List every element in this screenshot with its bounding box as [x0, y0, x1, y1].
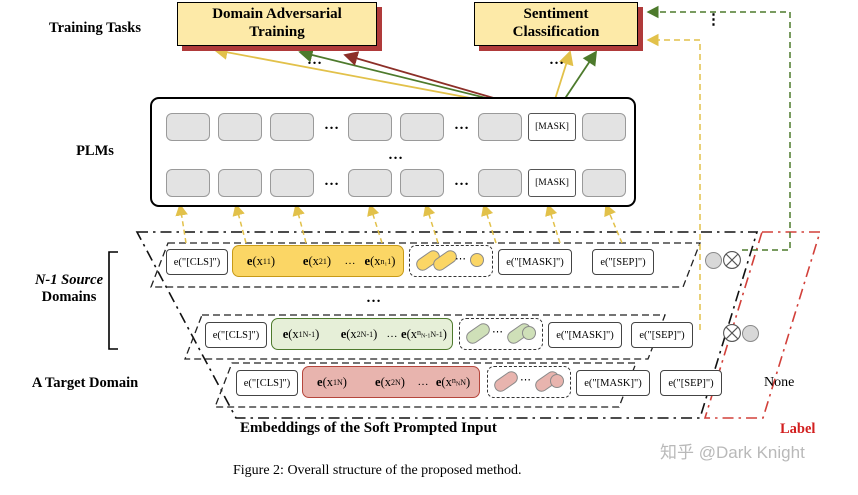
- row3-cls-token: e("[CLS]"): [236, 370, 298, 396]
- row2-soft-prompt-group: [459, 318, 543, 350]
- row2-soft-prompt-ellipsis: ⋯: [492, 326, 503, 338]
- task-2-line-2: Classification: [512, 24, 600, 40]
- row-label-source-domains-line2: Domains: [41, 289, 97, 305]
- row1-label-cross-icon: [722, 250, 742, 270]
- figure-caption: Figure 2: Overall structure of the propo…: [233, 463, 522, 478]
- row-label-plms: PLMs: [76, 143, 114, 159]
- label-column-none: None: [764, 375, 795, 390]
- plm-token: [400, 113, 444, 141]
- plm-mask-token-bottom: [MASK]: [528, 169, 576, 197]
- plm-token: [348, 113, 392, 141]
- row3-token-ellipsis: …: [417, 376, 429, 388]
- row2-label-cross-icon: [722, 323, 742, 343]
- row1-soft-prompt-ellipsis: ⋯: [455, 253, 466, 265]
- plm-token: [582, 113, 626, 141]
- row3-sep-token: e("[SEP]"): [660, 370, 722, 396]
- plm-row1-ellipsis-2: …: [454, 117, 470, 133]
- row1-soft-prompt-circle: [470, 253, 484, 267]
- task-1-line-2: Training: [249, 24, 305, 40]
- label-column-title: Label: [780, 421, 816, 437]
- plm-token: [478, 169, 522, 197]
- row3-soft-prompt-circle: [550, 374, 564, 388]
- row2-sep-token: e("[SEP]"): [631, 322, 693, 348]
- row3-soft-prompt-ellipsis: ⋯: [520, 374, 531, 386]
- plm-token: [218, 113, 262, 141]
- domain-adversarial-training-box[interactable]: Domain Adversarial Training: [177, 2, 377, 46]
- plm-token: [478, 113, 522, 141]
- plm-token: [270, 113, 314, 141]
- task-2-line-1: Sentiment: [523, 6, 589, 23]
- feedback-vertical-ellipsis: ⋮: [706, 12, 721, 28]
- row1-soft-prompt-group: [409, 245, 493, 277]
- embedding-rows-ellipsis: …: [366, 290, 382, 306]
- row1-label-circle: [705, 252, 722, 269]
- row3-soft-prompt-group: [487, 366, 571, 398]
- plm-token: [582, 169, 626, 197]
- row2-label-circle: [742, 325, 759, 342]
- row2-soft-prompt-circle: [522, 326, 536, 340]
- task-1-line-1: Domain Adversarial: [212, 6, 342, 23]
- plm-rows-ellipsis: …: [388, 147, 404, 163]
- sentiment-classification-box[interactable]: Sentiment Classification: [474, 2, 638, 46]
- plm-token: [400, 169, 444, 197]
- plm-token: [218, 169, 262, 197]
- plm-box: … … [MASK] … … … [MASK]: [150, 97, 636, 207]
- embeddings-bottom-title: Embeddings of the Soft Prompted Input: [240, 420, 497, 436]
- row-label-training-tasks: Training Tasks: [48, 20, 142, 36]
- plm-row2-ellipsis: …: [324, 173, 340, 189]
- task-2-ellipsis: …: [549, 52, 565, 68]
- row-label-target-domain: A Target Domain: [31, 375, 139, 391]
- plm-token: [270, 169, 314, 197]
- row2-cls-token: e("[CLS]"): [205, 322, 267, 348]
- plm-token: [166, 113, 210, 141]
- row1-mask-token: e("[MASK]"): [498, 249, 572, 275]
- task-1-ellipsis: …: [307, 52, 323, 68]
- plm-row1-ellipsis: …: [324, 117, 340, 133]
- row1-sep-token: e("[SEP]"): [592, 249, 654, 275]
- plm-row2-ellipsis-2: …: [454, 173, 470, 189]
- plm-token: [166, 169, 210, 197]
- row1-cls-token: e("[CLS]"): [166, 249, 228, 275]
- row1-token-ellipsis: …: [344, 255, 356, 267]
- plm-mask-token-top: [MASK]: [528, 113, 576, 141]
- row2-mask-token: e("[MASK]"): [548, 322, 622, 348]
- watermark: 知乎 @Dark Knight: [660, 443, 805, 462]
- row-label-source-domains-line1: N-1 Source: [34, 272, 104, 288]
- row2-token-ellipsis: …: [386, 328, 398, 340]
- row3-mask-token: e("[MASK]"): [576, 370, 650, 396]
- plm-token: [348, 169, 392, 197]
